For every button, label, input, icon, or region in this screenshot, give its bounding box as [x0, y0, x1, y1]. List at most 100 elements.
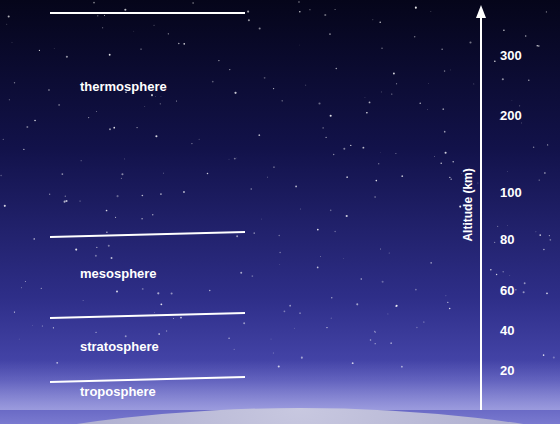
- star: [157, 292, 159, 294]
- star: [154, 312, 156, 314]
- star: [375, 332, 376, 333]
- star: [374, 196, 375, 197]
- star: [452, 161, 454, 163]
- star: [58, 104, 60, 106]
- boundary-line: [50, 377, 245, 382]
- star: [212, 81, 214, 83]
- star: [416, 327, 417, 328]
- star: [124, 9, 126, 11]
- star: [550, 239, 552, 241]
- star: [380, 151, 382, 153]
- star: [543, 249, 544, 250]
- star: [104, 15, 105, 16]
- star: [427, 109, 429, 111]
- star: [507, 171, 509, 173]
- star: [519, 105, 520, 106]
- star: [494, 242, 495, 243]
- star: [178, 43, 180, 45]
- star: [284, 310, 286, 312]
- star: [415, 7, 417, 9]
- star: [317, 229, 319, 231]
- star: [218, 60, 219, 61]
- star: [395, 305, 397, 307]
- star: [329, 33, 331, 35]
- star: [305, 84, 307, 86]
- star: [234, 158, 236, 160]
- star: [144, 106, 146, 108]
- star: [473, 83, 475, 85]
- star: [366, 112, 368, 114]
- star: [183, 191, 185, 193]
- star: [539, 234, 541, 236]
- star: [141, 218, 143, 220]
- star: [125, 335, 127, 337]
- star: [8, 15, 10, 17]
- star: [247, 11, 249, 13]
- star: [171, 293, 173, 295]
- axis-arrowhead: [476, 5, 486, 18]
- star: [106, 232, 107, 233]
- star: [41, 288, 42, 289]
- earth-surface: [0, 408, 560, 424]
- star: [34, 120, 36, 122]
- star: [450, 69, 452, 71]
- star: [121, 173, 123, 175]
- star: [299, 208, 301, 210]
- star: [390, 342, 392, 344]
- star: [374, 331, 375, 332]
- star: [441, 48, 443, 50]
- star: [163, 172, 165, 174]
- star: [447, 302, 448, 303]
- star: [451, 179, 452, 180]
- star: [430, 262, 432, 264]
- star: [335, 68, 337, 70]
- layer-name: thermosphere: [80, 80, 167, 95]
- star: [330, 115, 332, 117]
- star: [33, 238, 35, 240]
- altitude-axis: [480, 16, 482, 410]
- star: [79, 200, 80, 201]
- star: [299, 44, 301, 46]
- tick-value: 100: [500, 186, 522, 201]
- star: [151, 94, 153, 96]
- star: [535, 231, 537, 233]
- star: [9, 99, 10, 100]
- star: [469, 41, 471, 43]
- star: [544, 172, 546, 174]
- star: [301, 357, 303, 359]
- star: [324, 14, 326, 16]
- star: [108, 245, 110, 247]
- star: [6, 23, 8, 25]
- star: [270, 338, 272, 340]
- star: [490, 269, 491, 270]
- star: [553, 356, 555, 358]
- star: [379, 21, 381, 23]
- layer-boundaries: [50, 13, 245, 382]
- star: [378, 163, 379, 164]
- star: [240, 272, 242, 274]
- star: [524, 282, 526, 284]
- star: [18, 338, 20, 340]
- star: [299, 11, 301, 13]
- star: [326, 327, 327, 328]
- star: [88, 117, 89, 118]
- star: [333, 154, 334, 155]
- star: [543, 354, 545, 356]
- star: [503, 30, 504, 31]
- star: [309, 9, 310, 10]
- star: [273, 166, 274, 167]
- star: [350, 145, 351, 146]
- star: [23, 149, 24, 150]
- star: [361, 278, 363, 280]
- star: [97, 15, 98, 16]
- star: [53, 327, 54, 328]
- star: [428, 83, 430, 85]
- star: [419, 102, 421, 104]
- star: [259, 27, 261, 29]
- star: [502, 78, 504, 80]
- star: [116, 290, 118, 292]
- star: [207, 173, 209, 175]
- star: [49, 194, 50, 195]
